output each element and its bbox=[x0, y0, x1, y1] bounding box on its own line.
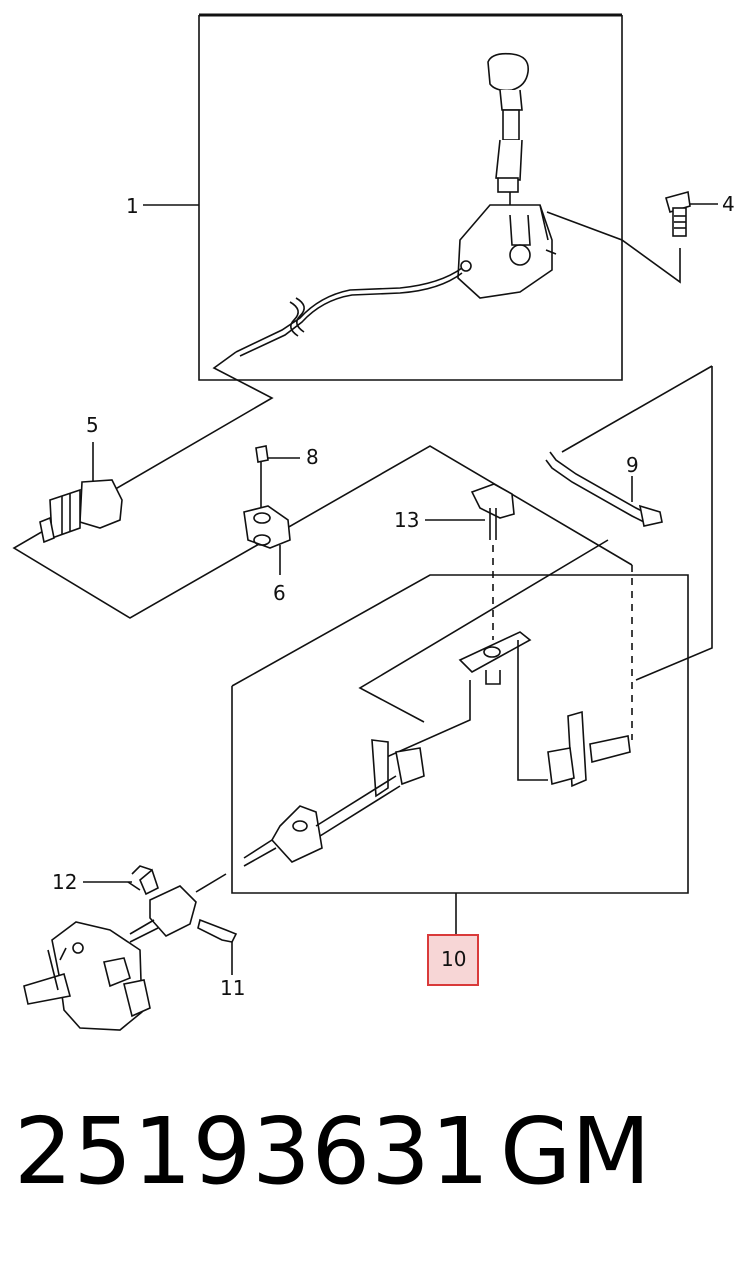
screw-8 bbox=[255, 445, 269, 508]
shift-cable bbox=[235, 267, 463, 357]
callout-6: 6 bbox=[273, 581, 286, 605]
callout-4: 4 bbox=[722, 192, 735, 216]
assembly-frame-1 bbox=[198, 13, 623, 381]
callout-8: 8 bbox=[306, 445, 319, 469]
bolt-4 bbox=[665, 190, 691, 237]
assembly-frame-10 bbox=[231, 574, 689, 894]
callout-12: 12 bbox=[52, 870, 77, 894]
callout-11: 11 bbox=[220, 976, 245, 1000]
bracket-outline-a bbox=[12, 351, 633, 619]
callout-10: 10 bbox=[441, 947, 466, 971]
rod-9 bbox=[545, 451, 663, 527]
transmission-lever bbox=[23, 868, 238, 1031]
manufacturer-name: GM bbox=[500, 1098, 651, 1205]
clip-12 bbox=[127, 865, 153, 891]
callout-13: 13 bbox=[394, 508, 419, 532]
callout-9: 9 bbox=[626, 453, 639, 477]
bracket-outline-c bbox=[635, 366, 713, 681]
clip-6 bbox=[243, 505, 291, 549]
bracket-outline-b bbox=[561, 365, 713, 453]
bushing-5 bbox=[39, 479, 123, 544]
pin-13 bbox=[470, 483, 515, 640]
connector-line-4 bbox=[546, 211, 681, 284]
shift-lever bbox=[487, 52, 529, 215]
highlight-box-10 bbox=[427, 934, 479, 986]
part-number: 25193631 bbox=[14, 1098, 491, 1205]
shifter-housing bbox=[457, 204, 557, 299]
shift-rail-assembly bbox=[243, 539, 631, 867]
callout-5: 5 bbox=[86, 413, 99, 437]
callout-1: 1 bbox=[126, 194, 139, 218]
